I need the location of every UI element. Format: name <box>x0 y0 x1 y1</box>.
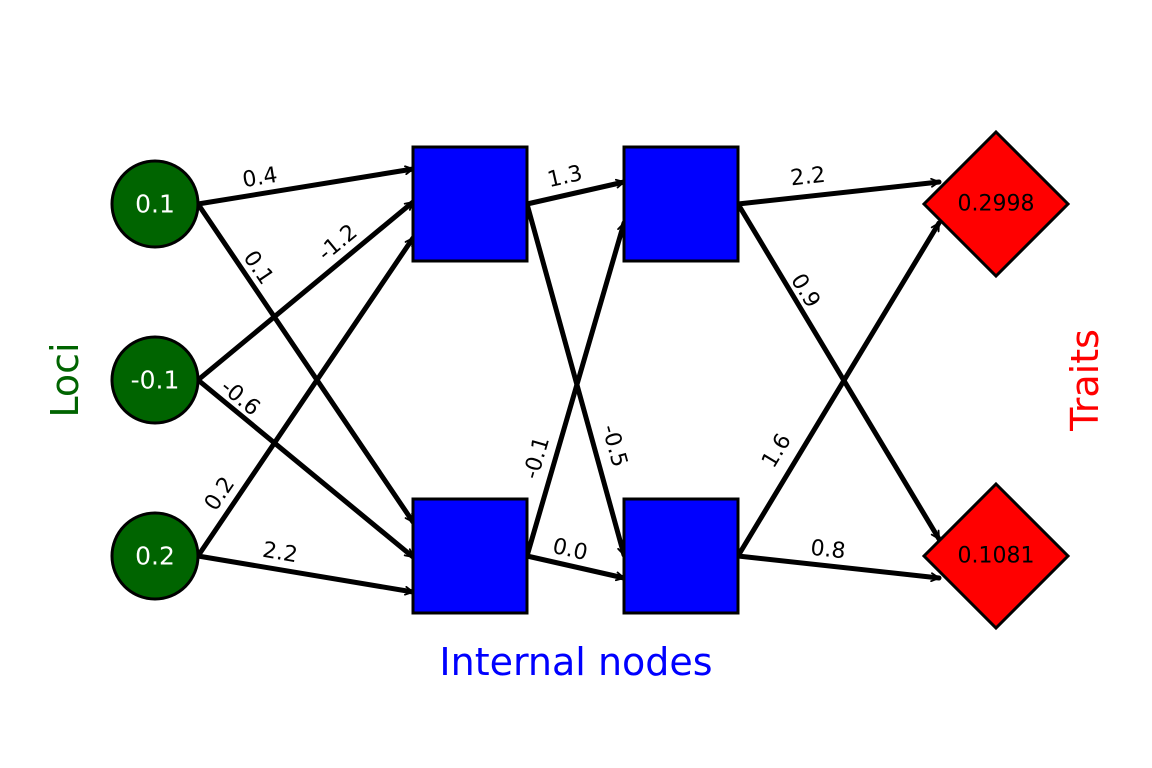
trait-node <box>921 129 1071 279</box>
edge-weight-label: 0.8 <box>809 536 846 565</box>
edge-weight-label: 2.2 <box>789 163 826 192</box>
nodes-layer: 0.1 -0.1 0.2 0.2998 0.1081 <box>110 129 1071 631</box>
edge-locus2-hidden1 <box>195 199 416 383</box>
locus-value-label: 0.1 <box>135 190 175 219</box>
trait-value-label: 0.2998 <box>958 192 1035 217</box>
edge-hidden4-trait2 <box>735 553 942 583</box>
locus-value-label: 0.2 <box>135 542 175 571</box>
edge-weight-label: -1.2 <box>313 220 362 267</box>
edge-weight-label: 1.3 <box>545 161 585 193</box>
loci-group-label: Loci <box>43 342 87 417</box>
edge-locus1-hidden2 <box>195 201 416 525</box>
edge-weight-label: 0.2 <box>200 473 240 516</box>
locus-node <box>110 335 200 425</box>
edge-locus2-hidden2 <box>195 377 416 560</box>
edge-locus3-hidden2 <box>195 553 416 596</box>
locus-value-label: -0.1 <box>131 366 180 395</box>
edge-hidden3-trait1 <box>735 177 942 207</box>
edge-weight-label: 0.9 <box>785 270 824 313</box>
edge-locus1-hidden1 <box>195 165 416 207</box>
edge-hidden2-hidden3 <box>524 220 627 559</box>
internal-nodes-group-label: Internal nodes <box>439 640 712 684</box>
internal-node <box>411 145 529 263</box>
edge-weight-label: 0.4 <box>241 163 280 193</box>
edge-hidden1-hidden4 <box>524 201 627 558</box>
internal-node <box>622 145 740 263</box>
internal-node <box>411 497 529 615</box>
locus-node <box>110 511 200 601</box>
trait-value-label: 0.1081 <box>958 544 1035 569</box>
traits-group-label: Traits <box>1063 329 1107 432</box>
edge-weight-label: 0.1 <box>238 247 278 290</box>
edge-weight-label: -0.5 <box>596 422 632 470</box>
locus-node <box>110 159 200 249</box>
edge-hidden4-trait1 <box>735 220 942 559</box>
internal-node <box>622 497 740 615</box>
edges-layer: 0.40.1-1.2-0.60.22.21.3-0.5-0.10.02.20.9… <box>195 161 942 596</box>
edge-weight-label: 2.2 <box>261 538 300 568</box>
edge-hidden2-hidden4 <box>524 553 627 582</box>
edge-hidden3-trait2 <box>735 201 942 542</box>
edge-hidden1-hidden3 <box>524 178 627 207</box>
edge-locus3-hidden1 <box>195 235 416 559</box>
trait-node <box>921 481 1071 631</box>
